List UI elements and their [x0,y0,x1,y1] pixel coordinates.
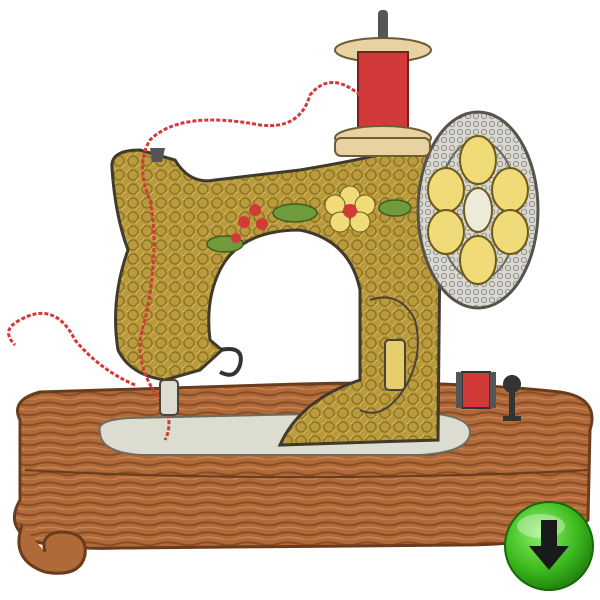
floral-garland [206,185,412,253]
thread-spool [334,10,432,157]
down-arrow-icon [504,501,594,591]
bobbin-winder [456,371,521,421]
needle-assembly [150,148,243,416]
column-ornament [359,296,419,414]
column-plaque [384,339,406,391]
hand-wheel [416,110,540,310]
download-button[interactable] [503,500,595,592]
thread-line [7,81,361,441]
